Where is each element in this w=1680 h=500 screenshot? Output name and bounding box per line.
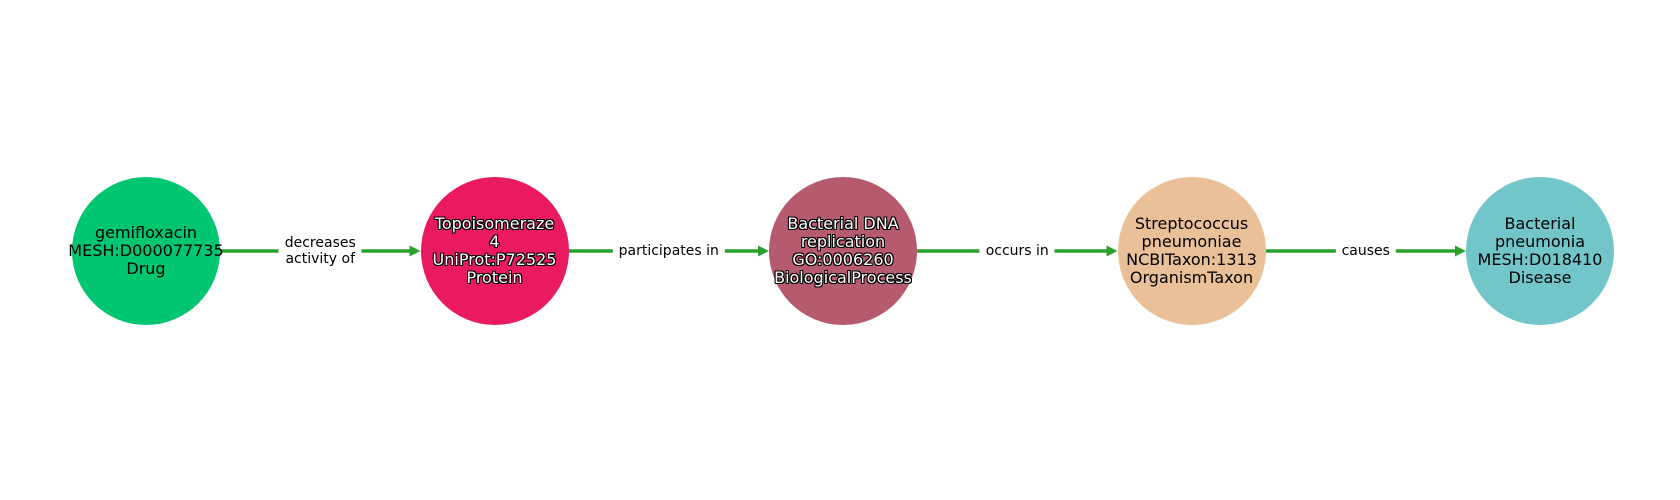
node-category: BiologicalProcess <box>774 268 912 287</box>
node-name: Bacterial DNA replication <box>787 214 899 251</box>
graph-node: Topoisomeraze 4 UniProt:P72525 Protein <box>420 177 569 325</box>
edge-arrowhead <box>1455 245 1466 257</box>
node-label: gemifloxacin MESH:D000077735 Drug <box>46 224 246 278</box>
node-category: Drug <box>126 259 166 278</box>
node-label: Bacterial DNA replication GO:0006260 Bio… <box>743 215 943 287</box>
graph-node: Streptococcus pneumoniae NCBITaxon:1313 … <box>1117 177 1266 325</box>
node-identifier: NCBITaxon:1313 <box>1126 250 1257 269</box>
node-name: Topoisomeraze 4 <box>434 214 555 251</box>
node-identifier: MESH:D000077735 <box>68 241 224 260</box>
edge-arrowhead <box>409 245 421 257</box>
graph-node: Bacterial pneumonia MESH:D018410 Disease <box>1466 177 1614 325</box>
node-category: OrganismTaxon <box>1129 268 1254 287</box>
node-identifier: UniProt:P72525 <box>432 250 557 269</box>
node-name: Streptococcus pneumoniae <box>1134 214 1249 251</box>
node-name: Bacterial pneumonia <box>1494 214 1586 251</box>
edge-label: participates in <box>612 243 725 259</box>
edge-label: causes <box>1335 243 1396 259</box>
edge-arrowhead <box>1106 245 1118 257</box>
graph-node: gemifloxacin MESH:D000077735 Drug <box>68 177 224 325</box>
edge-arrowhead <box>758 245 769 257</box>
node-identifier: GO:0006260 <box>792 250 894 269</box>
edge-label: decreases activity of <box>278 235 362 267</box>
node-category: Protein <box>466 268 523 287</box>
node-name: gemifloxacin <box>94 223 198 242</box>
node-label: Streptococcus pneumoniae NCBITaxon:1313 … <box>1092 215 1292 287</box>
graph-node: Bacterial DNA replication GO:0006260 Bio… <box>769 177 917 325</box>
edge-label: occurs in <box>979 243 1055 259</box>
node-category: Disease <box>1508 268 1572 287</box>
node-identifier: MESH:D018410 <box>1477 250 1603 269</box>
node-label: Bacterial pneumonia MESH:D018410 Disease <box>1440 215 1640 287</box>
node-label: Topoisomeraze 4 UniProt:P72525 Protein <box>395 215 595 287</box>
